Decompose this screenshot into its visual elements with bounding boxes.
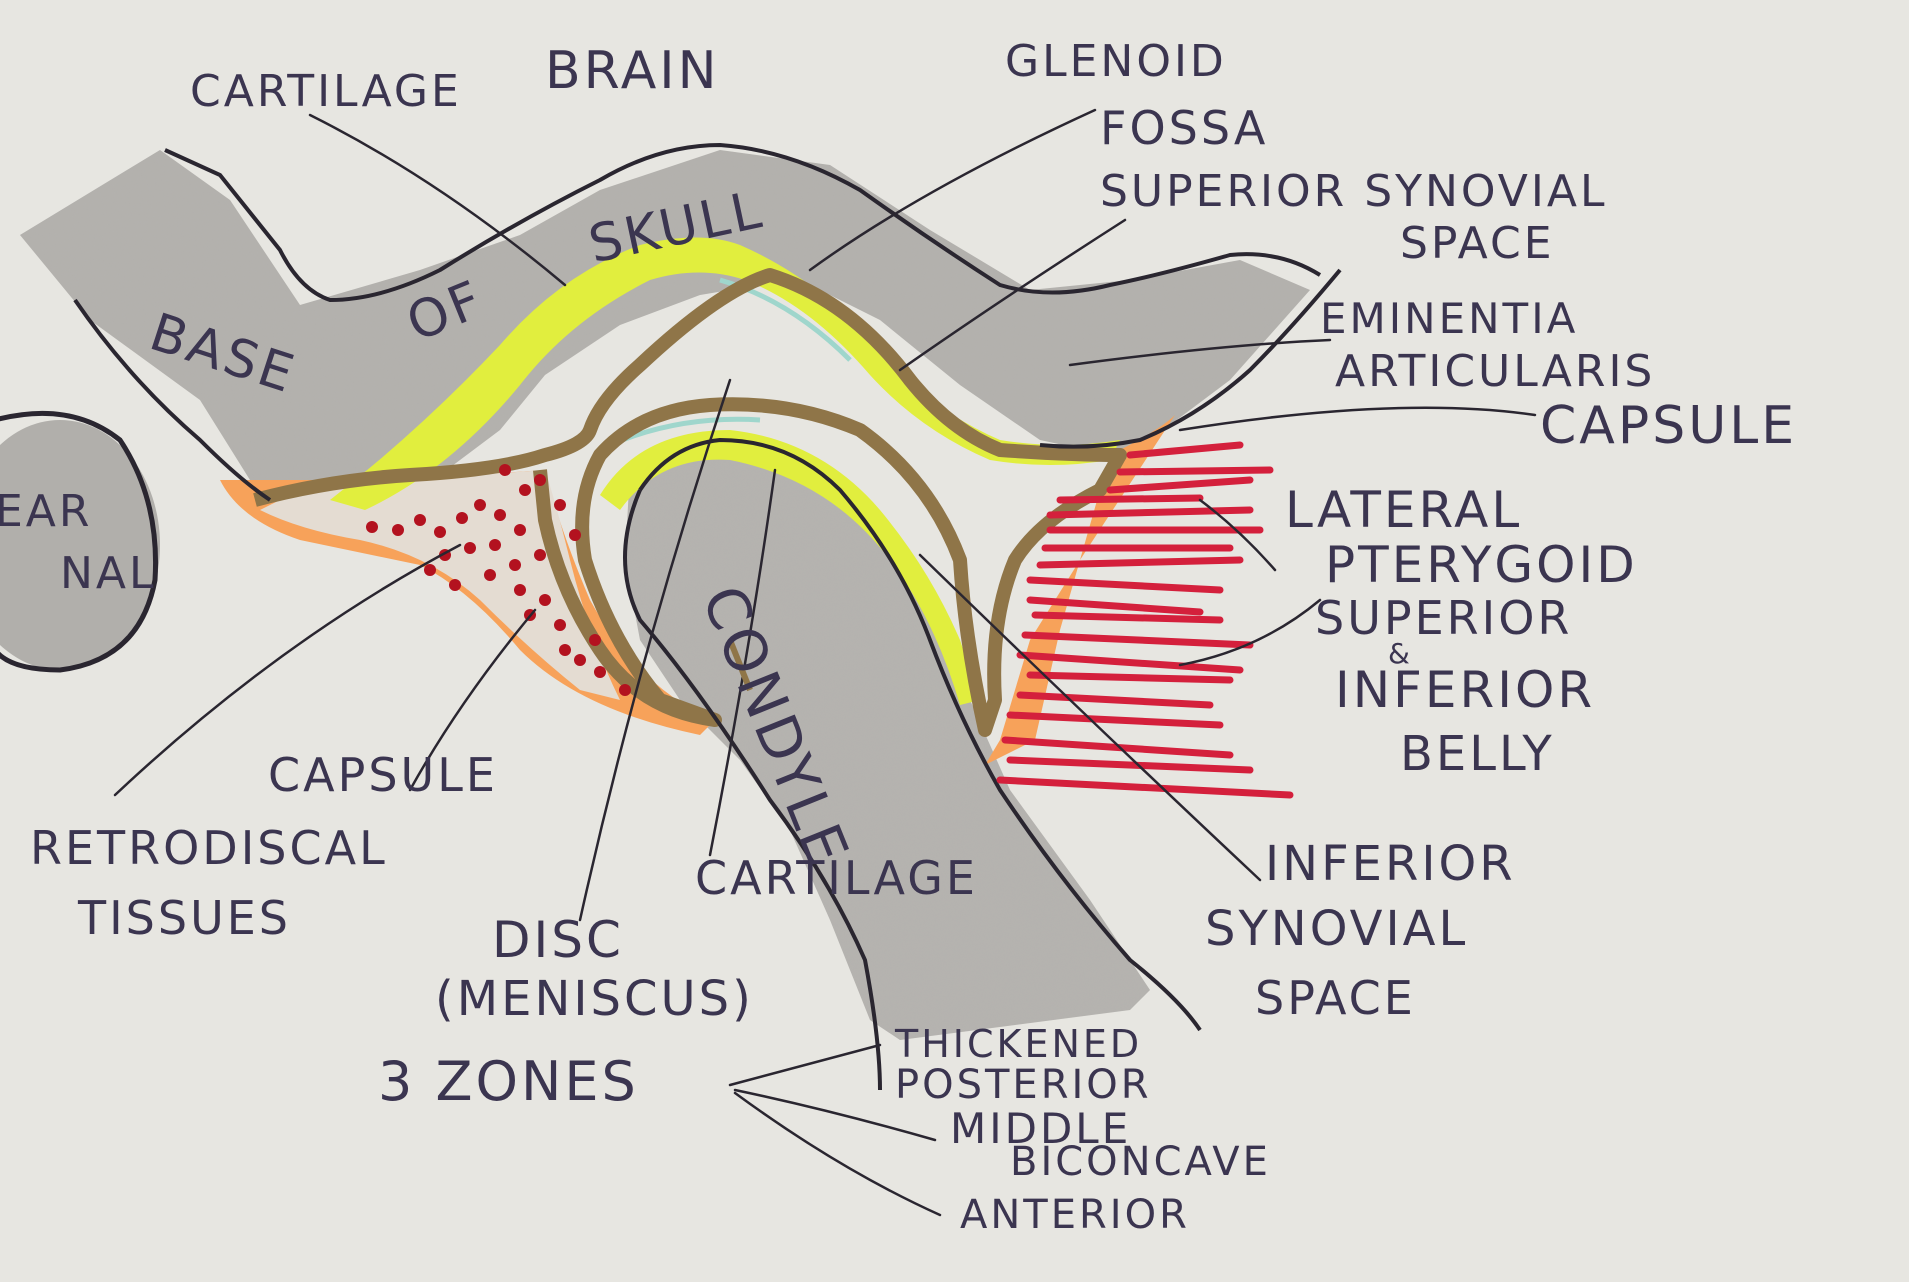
retrodiscal-area <box>260 470 620 700</box>
leader-inferior-synovial <box>918 553 1262 882</box>
label-belly: BELLY <box>1400 726 1555 782</box>
leader-lateral <box>1198 498 1277 572</box>
label-eminentia: EMINENTIA <box>1320 294 1579 343</box>
label-brain: BRAIN <box>545 41 720 101</box>
leader-zone-middle <box>733 1088 937 1142</box>
ramus-posterior-outline <box>623 489 882 1091</box>
label-retrodiscal: RETRODISCAL <box>30 821 388 875</box>
leader-retrodiscal <box>113 543 462 797</box>
leader-capsule-right <box>1178 406 1537 432</box>
label-capsule-left: CAPSULE <box>268 748 498 802</box>
leader-pterygoid <box>1178 598 1322 667</box>
label-fossa: FOSSA <box>1100 101 1269 155</box>
leader-capsule-left <box>408 608 537 792</box>
label-disc: DISC <box>492 911 624 969</box>
lateral-pterygoid-muscle <box>996 441 1294 799</box>
leader-condyle-cartilage <box>708 468 777 857</box>
cartilage-yellow-band <box>330 237 1120 510</box>
label-inferior-space: SPACE <box>1255 971 1416 1025</box>
label-canal-fragment: NAL <box>60 548 157 599</box>
condyle-mark <box>727 638 753 692</box>
eminence-outline <box>1039 268 1342 449</box>
label-ear: EAR <box>0 486 93 537</box>
label-glenoid: GLENOID <box>1005 36 1227 87</box>
leader-cartilage-top <box>308 113 567 287</box>
label-inferior-synovial: INFERIOR <box>1265 836 1516 892</box>
label-zone-thickened: THICKENED <box>895 1022 1143 1066</box>
condyle-outline <box>638 437 1202 1032</box>
ear-canal-outline <box>0 410 159 673</box>
label-zone-biconcave: BICONCAVE <box>1010 1139 1271 1185</box>
label-zone-anterior: ANTERIOR <box>960 1192 1190 1238</box>
skull-lower-outline <box>73 298 272 502</box>
label-articularis: ARTICULARIS <box>1335 346 1656 397</box>
retrodiscal-dots <box>366 464 631 696</box>
skull-outline <box>164 142 1322 303</box>
leader-zone-posterior <box>728 1043 882 1087</box>
label-synovial: SYNOVIAL <box>1205 901 1469 957</box>
leader-superior-synovial <box>898 218 1127 372</box>
label-inferior: INFERIOR <box>1335 661 1596 719</box>
skull-base-texture <box>20 150 1310 495</box>
label-pterygoid: PTERYGOID <box>1325 536 1638 594</box>
label-tissues: TISSUES <box>78 891 291 945</box>
label-lateral: LATERAL <box>1285 481 1523 539</box>
label-zone-middle: MIDDLE <box>950 1104 1132 1153</box>
label-superior-synovial: SUPERIOR SYNOVIAL <box>1100 166 1608 217</box>
label-ampersand: & <box>1388 637 1413 670</box>
ear-canal-shading <box>0 420 160 670</box>
leader-lines <box>113 108 1537 1217</box>
leader-glenoid <box>808 108 1097 272</box>
label-superior-space: SPACE <box>1400 218 1555 269</box>
label-cartilage-top: CARTILAGE <box>190 66 462 117</box>
leader-disc <box>578 378 732 922</box>
label-zone-posterior: POSTERIOR <box>895 1062 1152 1108</box>
condyle-cartilage <box>600 430 980 705</box>
label-capsule-right: CAPSULE <box>1540 396 1798 456</box>
disc-outline <box>253 268 1127 737</box>
leader-eminentia <box>1068 338 1332 367</box>
label-meniscus: (MENISCUS) <box>435 971 754 1027</box>
label-superior: SUPERIOR <box>1315 591 1573 645</box>
label-cartilage-bottom: CARTILAGE <box>695 851 978 905</box>
leader-zone-anterior <box>733 1091 942 1217</box>
label-3-zones: 3 ZONES <box>378 1050 639 1113</box>
